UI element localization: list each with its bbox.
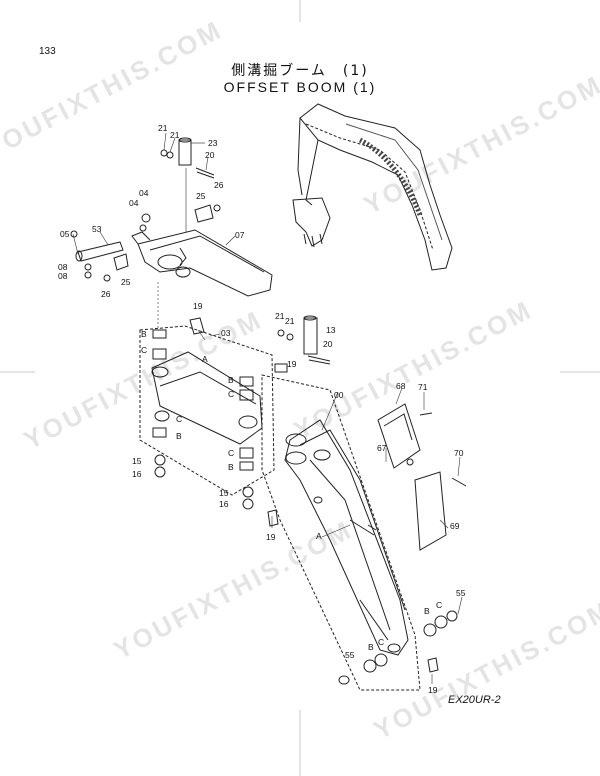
callout-label: 20 xyxy=(205,150,215,160)
callout-label: 21 xyxy=(275,311,285,321)
callout-label: 53 xyxy=(92,224,102,234)
callout-label: 07 xyxy=(235,230,245,240)
bolt-20 xyxy=(195,167,215,179)
callout-label: B xyxy=(228,462,234,472)
plate-25 xyxy=(113,204,214,271)
callout-label: 19 xyxy=(428,685,438,695)
watermark: YOUFIXTHIS.COM xyxy=(0,14,228,165)
pin-13 xyxy=(274,315,331,373)
bushings-lower xyxy=(338,610,458,685)
callout-label: A xyxy=(316,531,322,541)
watermark: YOUFIXTHIS.COM xyxy=(359,69,600,220)
callout-label: B xyxy=(424,606,430,616)
callout-label: 05 xyxy=(60,229,70,239)
callout-label: 15 xyxy=(132,456,142,466)
callout-label: 16 xyxy=(132,469,142,479)
callout-label: 04 xyxy=(139,188,149,198)
callout-label: 68 xyxy=(396,381,406,391)
callout-label: C xyxy=(176,414,182,424)
callout-label: C xyxy=(228,389,234,399)
cover-68-69 xyxy=(377,403,467,551)
callout-label: 19 xyxy=(287,359,297,369)
offset-boom-00 xyxy=(261,374,421,691)
callout-label: 19 xyxy=(193,301,203,311)
excavator-thumbnail xyxy=(292,103,453,271)
callout-label: 21 xyxy=(285,316,295,326)
callout-label: 15 xyxy=(219,488,229,498)
callout-label: A xyxy=(202,354,208,364)
callout-label: 23 xyxy=(208,138,218,148)
callout-label: 08 xyxy=(58,271,68,281)
leader-lines xyxy=(72,132,463,684)
callout-label: C xyxy=(141,345,147,355)
callout-label: 26 xyxy=(214,180,224,190)
callout-label: 55 xyxy=(345,650,355,660)
callout-label: 21 xyxy=(170,130,180,140)
callout-labels: 21 21 23 20 25 26 04 04 05 53 07 08 08 2… xyxy=(58,123,466,695)
callout-label: 00 xyxy=(334,390,344,400)
callout-label: 03 xyxy=(221,328,231,338)
callout-label: B xyxy=(368,642,374,652)
callout-label: 08 xyxy=(58,262,68,272)
callout-label: B xyxy=(228,375,234,385)
callout-label: 16 xyxy=(219,499,229,509)
callout-label: C xyxy=(378,637,384,647)
callout-label: C xyxy=(228,448,234,458)
page-title-japanese: 側溝掘ブーム (1) xyxy=(231,63,369,79)
callout-label: 04 xyxy=(129,198,139,208)
nut-21 xyxy=(160,149,174,159)
callout-label: 25 xyxy=(121,277,131,287)
watermark: YOUFIXTHIS.COM xyxy=(289,294,538,445)
callout-label: C xyxy=(436,600,442,610)
model-code: EX20UR-2 xyxy=(448,694,501,706)
callout-label: 26 xyxy=(101,289,111,299)
offset-bracket-07 xyxy=(131,229,273,297)
callout-label: 21 xyxy=(158,123,168,133)
washers-04-08 xyxy=(70,204,221,282)
callout-label: 13 xyxy=(326,325,336,335)
pin-23 xyxy=(178,137,205,166)
page-number: 133 xyxy=(39,46,56,57)
pin-53 xyxy=(75,241,124,262)
callout-label: 69 xyxy=(450,521,460,531)
callout-label: B xyxy=(141,329,147,339)
callout-label: 71 xyxy=(418,382,428,392)
callout-label: 70 xyxy=(454,448,464,458)
page-title-english: OFFSET BOOM (1) xyxy=(223,79,377,95)
callout-label: 55 xyxy=(456,588,466,598)
callout-label: 67 xyxy=(377,443,387,453)
callout-label: 19 xyxy=(266,532,276,542)
callout-label: 20 xyxy=(323,339,333,349)
callout-label: 25 xyxy=(196,191,206,201)
callout-label: B xyxy=(176,431,182,441)
